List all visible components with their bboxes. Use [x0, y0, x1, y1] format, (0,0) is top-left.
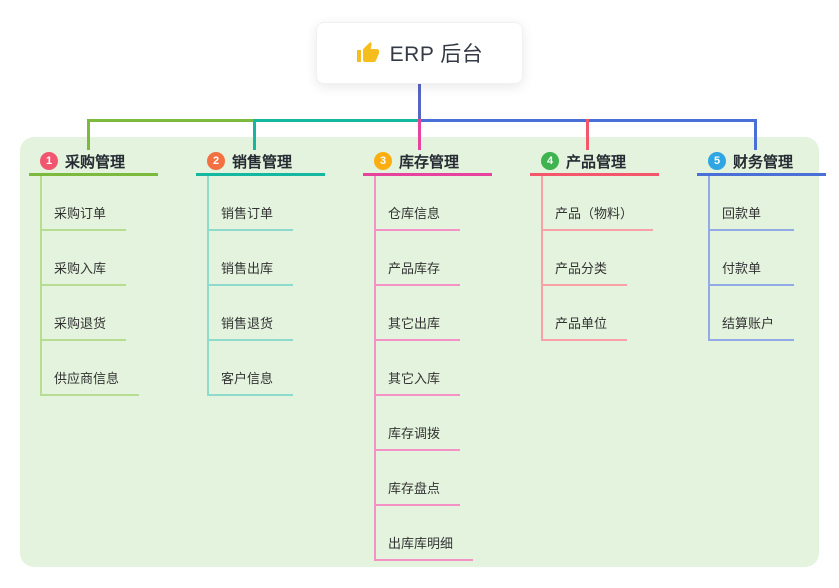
- root-connector: [418, 84, 421, 119]
- branch-5-title[interactable]: 5 财务管理: [697, 149, 826, 176]
- child-node[interactable]: 其它出库: [374, 316, 461, 341]
- child-node[interactable]: 回款单: [708, 206, 794, 231]
- child-node[interactable]: 付款单: [708, 261, 794, 286]
- child-node[interactable]: 销售订单: [207, 206, 294, 231]
- child-node[interactable]: 销售退货: [207, 316, 294, 341]
- child-node[interactable]: 库存盘点: [374, 481, 461, 506]
- branch-5-badge: 5: [708, 152, 726, 170]
- child-node[interactable]: 产品单位: [541, 316, 628, 341]
- branch-2-title[interactable]: 2 销售管理: [196, 149, 325, 176]
- branch-4-spine: [541, 176, 543, 341]
- branch-1-label: 采购管理: [65, 153, 126, 171]
- mindmap-panel: [20, 137, 819, 567]
- child-node[interactable]: 结算账户: [708, 316, 795, 341]
- branch-3-drop: [418, 119, 421, 150]
- branch-3-badge: 3: [374, 152, 392, 170]
- thumbs-up-icon: [356, 42, 379, 62]
- branch-1-title[interactable]: 1 采购管理: [29, 149, 158, 176]
- branch-5-spine: [708, 176, 710, 341]
- branch-3-title[interactable]: 3 库存管理: [363, 149, 492, 176]
- branch-1-spine: [40, 176, 42, 396]
- branch-2-spine: [207, 176, 209, 396]
- branch-1-badge: 1: [40, 152, 58, 170]
- branch-5-label: 财务管理: [733, 153, 794, 171]
- child-node[interactable]: 其它入库: [374, 371, 461, 396]
- child-node[interactable]: 产品（物料）: [541, 206, 654, 231]
- branch-4-label: 产品管理: [566, 153, 627, 171]
- branch-2-badge: 2: [207, 152, 225, 170]
- bus-segment-teal: [253, 119, 419, 122]
- child-node[interactable]: 采购退货: [40, 316, 127, 341]
- child-node[interactable]: 客户信息: [207, 371, 294, 396]
- child-node[interactable]: 采购订单: [40, 206, 127, 231]
- branch-2-label: 销售管理: [232, 153, 293, 171]
- branch-3-label: 库存管理: [399, 153, 460, 171]
- branch-4-drop: [586, 119, 589, 150]
- branch-4-badge: 4: [541, 152, 559, 170]
- branch-5-drop: [754, 119, 757, 150]
- branch-2-drop: [253, 119, 256, 150]
- child-node[interactable]: 销售出库: [207, 261, 294, 286]
- bus-segment-green: [87, 119, 254, 122]
- root-title: ERP 后台: [389, 43, 484, 66]
- child-node[interactable]: 库存调拨: [374, 426, 461, 451]
- child-node[interactable]: 供应商信息: [40, 371, 140, 396]
- branch-1-drop: [87, 119, 90, 150]
- branch-3-spine: [374, 176, 376, 561]
- child-node[interactable]: 采购入库: [40, 261, 127, 286]
- child-node[interactable]: 产品分类: [541, 261, 628, 286]
- child-node[interactable]: 出库库明细: [374, 536, 474, 561]
- branch-4-title[interactable]: 4 产品管理: [530, 149, 659, 176]
- child-node[interactable]: 产品库存: [374, 261, 461, 286]
- root-node[interactable]: ERP 后台: [316, 22, 523, 84]
- child-node[interactable]: 仓库信息: [374, 206, 461, 231]
